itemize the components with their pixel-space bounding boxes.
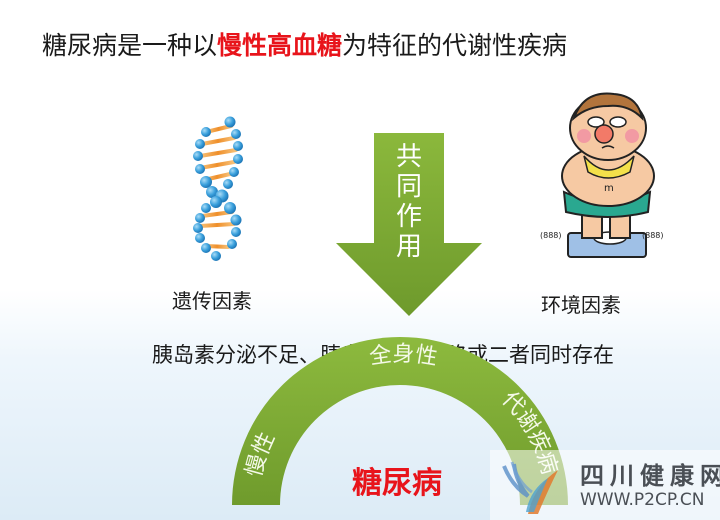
svg-text:(888): (888) [642,231,664,240]
arrow-char: 作 [395,202,422,232]
svg-text:(888): (888) [540,231,562,240]
watermark-site-name: 四川健康网 [580,462,720,490]
dna-helix-icon [193,116,243,261]
watermark-url: WWW.P2CP.CN [580,490,705,510]
title-prefix: 糖尿病是一种以 [42,31,218,60]
overweight-person-on-scale-icon: m (888) (888) [540,92,664,258]
arrow-char: 共 [395,142,422,172]
arrow-char: 用 [395,232,422,262]
genetic-factor-label: 遗传因素 [172,289,252,313]
svg-text:慢性: 慢性 [242,429,281,480]
arc-label-chronic: 慢性 [242,429,281,480]
arrow-char: 同 [395,172,422,202]
slide-title: 糖尿病是一种以慢性高血糖为特征的代谢性疾病 [42,26,567,62]
watermark-logo-icon [502,461,558,514]
arrow-caption: 共 同 作 用 [374,142,444,262]
disease-label: 糖尿病 [352,466,442,501]
svg-text:全身性: 全身性 [368,342,439,371]
arc-label-systemic: 全身性 [368,342,439,371]
svg-text:m: m [604,183,614,194]
title-suffix: 为特征的代谢性疾病 [342,31,568,60]
down-arrow-icon [336,133,482,316]
environment-factor-label: 环境因素 [541,293,621,317]
title-highlight: 慢性高血糖 [217,31,343,60]
